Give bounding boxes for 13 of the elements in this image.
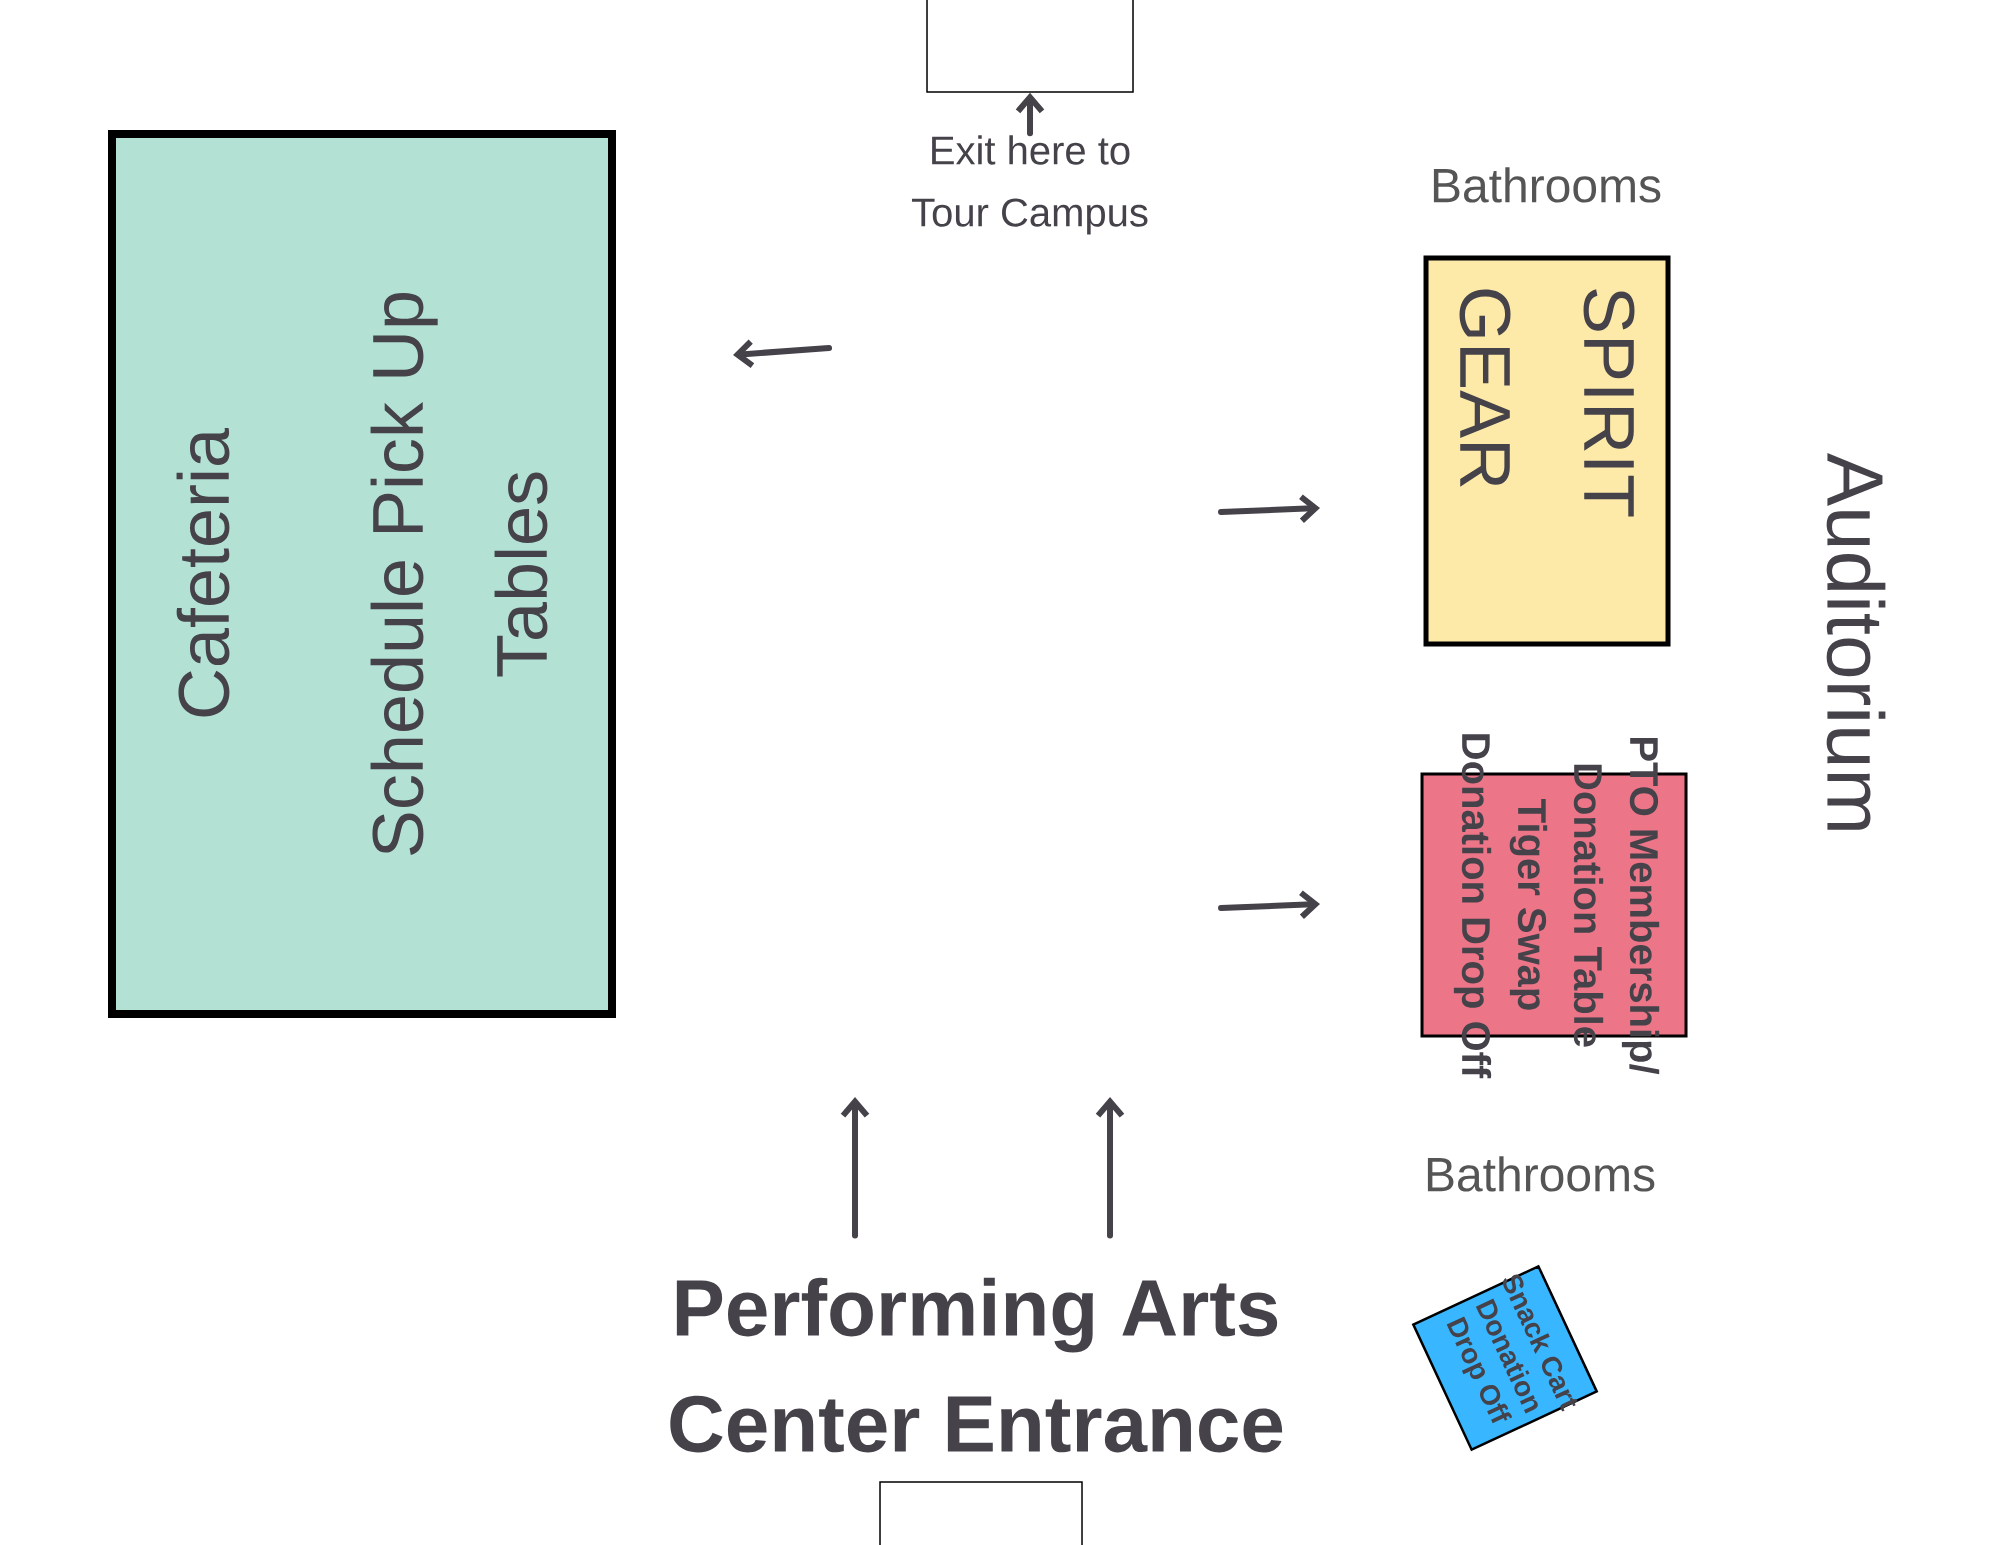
door-outline (879, 1481, 1083, 1545)
entrance-title: Performing Arts Center Entrance (670, 1277, 1283, 1453)
exit-note: Exit here to Tour Campus (911, 135, 1148, 235)
arrow (1015, 92, 1045, 137)
arrow (1095, 1097, 1125, 1239)
area-label: Bathrooms (1433, 167, 1661, 203)
room-label: Auditorium (1826, 452, 1886, 830)
door-outline (926, 0, 1134, 93)
table-box: SPIRIT GEAR (1423, 255, 1671, 647)
area-label: Bathrooms (1427, 1156, 1655, 1192)
room-box: Cafeteria Schedule Pick Up Tables (108, 130, 616, 1018)
arrow (840, 1097, 870, 1239)
table-box: PTO Membership/ Donation Table Tiger Swap Donation Drop Off (1420, 734, 1688, 1079)
